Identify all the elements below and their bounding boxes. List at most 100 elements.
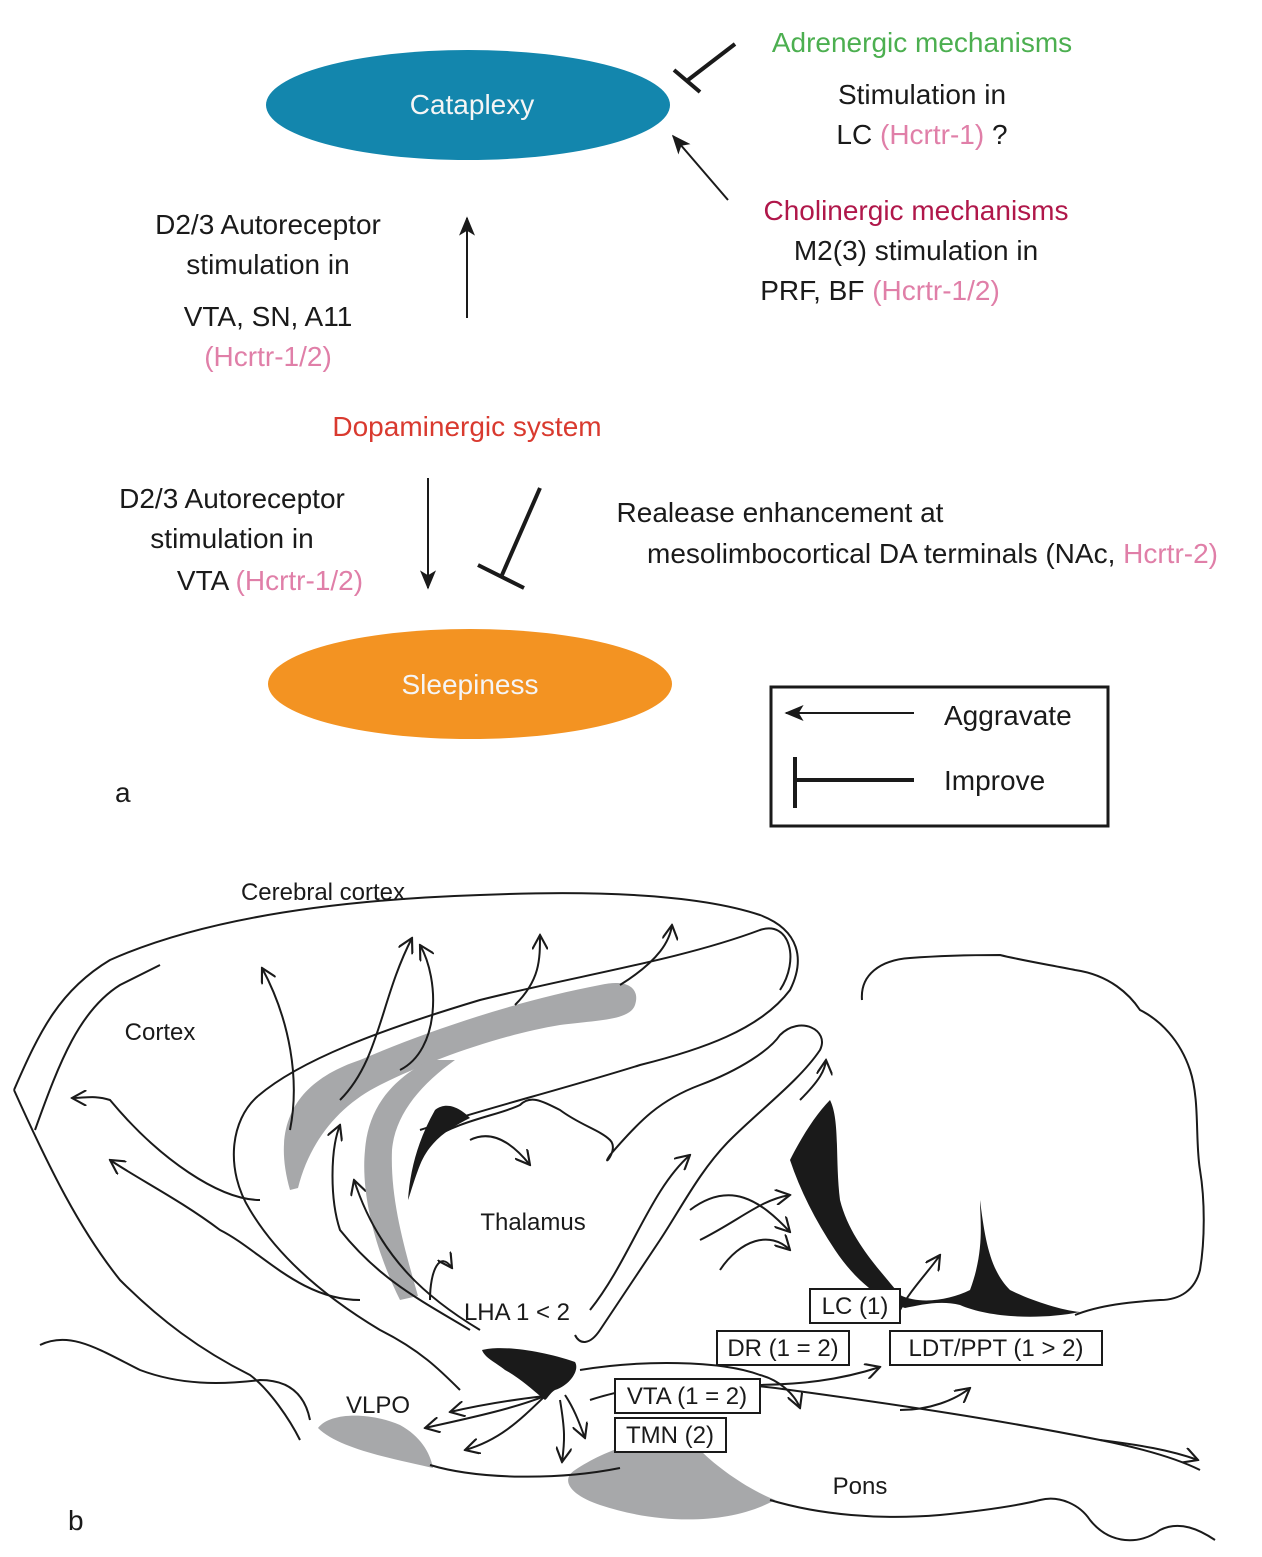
cholinergic-block: Cholinergic mechanisms M2(3) stimulation… bbox=[671, 134, 1069, 306]
cholinergic-receptor: (Hcrtr-1/2) bbox=[872, 275, 1000, 306]
dr-label: DR (1 = 2) bbox=[727, 1335, 838, 1362]
ldt-ppt-label: LDT/PPT (1 > 2) bbox=[909, 1335, 1084, 1362]
adrenergic-line1: Stimulation in bbox=[838, 79, 1006, 110]
adrenergic-receptor: (Hcrtr-1) bbox=[880, 119, 984, 150]
release-line1: Realease enhancement at bbox=[617, 497, 944, 528]
cerebrum-outline bbox=[13, 892, 799, 1131]
cingulate-lower bbox=[232, 1095, 461, 1391]
panel-a: Cataplexy Adrenergic mechanisms Stimulat… bbox=[115, 27, 1218, 828]
fourth-ventricle bbox=[790, 1100, 1080, 1317]
projection-arrow-icon bbox=[589, 1155, 690, 1311]
d23-sleepiness-line1: D2/3 Autoreceptor bbox=[119, 483, 345, 514]
projection-arrow-icon bbox=[465, 1395, 546, 1450]
cerebral-cortex-label: Cerebral cortex bbox=[241, 879, 405, 906]
release-line2: mesolimbocortical DA terminals (NAc, Hcr… bbox=[647, 538, 1218, 569]
lc-label: LC (1) bbox=[822, 1293, 889, 1320]
release-region: mesolimbocortical DA terminals (NAc, bbox=[647, 538, 1123, 569]
projection-arrow-icon bbox=[425, 1395, 546, 1428]
nucleus-box-tmn: TMN (2) bbox=[614, 1417, 727, 1453]
panel-b-label: b bbox=[68, 1505, 84, 1536]
improve-bar-icon bbox=[672, 68, 702, 94]
tmn-label: TMN (2) bbox=[626, 1422, 714, 1449]
d23-cataplexy-line1: D2/3 Autoreceptor bbox=[155, 209, 381, 240]
panel-b: Cerebral cortex Cortex Thalamus LHA 1 < … bbox=[13, 879, 1216, 1542]
projection-arrow-icon bbox=[514, 935, 540, 1006]
cholinergic-line1: M2(3) stimulation in bbox=[794, 235, 1038, 266]
projection-arrow-icon bbox=[899, 1255, 940, 1311]
pituitary bbox=[568, 1441, 775, 1520]
projection-arrow-icon bbox=[899, 1388, 970, 1411]
vta-box bbox=[614, 1378, 761, 1414]
corpus-callosum bbox=[283, 982, 637, 1190]
d23-sleepiness-block: D2/3 Autoreceptor stimulation in VTA (Hc… bbox=[119, 478, 436, 596]
legend-box bbox=[769, 685, 1110, 828]
legend-improve-label: Improve bbox=[944, 765, 1045, 796]
adrenergic-question: ? bbox=[984, 119, 1007, 150]
tmn-box bbox=[614, 1417, 727, 1453]
projection-arrow-icon bbox=[72, 1097, 261, 1201]
cerebellum-outline bbox=[860, 953, 1205, 1316]
d23-cataplexy-receptor: (Hcrtr-1/2) bbox=[204, 341, 332, 372]
cingulate-outline bbox=[257, 927, 792, 1097]
cortex-ventral-outline bbox=[13, 1089, 301, 1441]
projection-arrows bbox=[72, 925, 1198, 1462]
dr-box bbox=[716, 1330, 850, 1366]
aggravate-arrow-icon bbox=[671, 134, 729, 201]
projection-arrow-icon bbox=[560, 1399, 564, 1462]
hypothalamus-outline bbox=[39, 1338, 311, 1421]
projection-arrow-icon bbox=[469, 1135, 530, 1165]
projection-arrow-icon bbox=[564, 1394, 585, 1438]
projection-arrow-icon bbox=[354, 1180, 481, 1331]
legend-aggravate-label: Aggravate bbox=[944, 700, 1072, 731]
projection-arrow-icon bbox=[262, 968, 295, 1131]
projection-arrow-icon bbox=[429, 1261, 452, 1301]
cortex-inner-line bbox=[34, 964, 161, 1131]
third-ventricle bbox=[408, 1105, 470, 1200]
projection-arrow-icon bbox=[619, 925, 672, 986]
sleepiness-node: Sleepiness bbox=[268, 629, 672, 739]
cataplexy-label: Cataplexy bbox=[410, 89, 535, 120]
ldt-ppt-box bbox=[889, 1330, 1103, 1366]
d23-cataplexy-block: D2/3 Autoreceptor stimulation in VTA, SN… bbox=[155, 209, 475, 372]
sleepiness-label: Sleepiness bbox=[402, 669, 539, 700]
nucleus-box-vta: VTA (1 = 2) bbox=[614, 1378, 761, 1414]
projection-arrow-icon bbox=[450, 1395, 546, 1412]
projection-arrow-icon bbox=[799, 1060, 826, 1101]
dopaminergic-title: Dopaminergic system bbox=[332, 411, 601, 442]
projection-arrow-icon bbox=[579, 1362, 800, 1408]
brainstem-lower bbox=[429, 1464, 1216, 1542]
cataplexy-ellipse bbox=[266, 50, 670, 160]
optic-chiasm bbox=[318, 1415, 433, 1468]
improve-line bbox=[686, 42, 737, 82]
d23-sleepiness-receptor: (Hcrtr-1/2) bbox=[236, 565, 364, 596]
cataplexy-node: Cataplexy bbox=[266, 50, 670, 160]
d23-cataplexy-line2: stimulation in bbox=[186, 249, 349, 280]
cholinergic-title: Cholinergic mechanisms bbox=[763, 195, 1068, 226]
adrenergic-region: LC bbox=[836, 119, 880, 150]
projection-arrow-icon bbox=[399, 945, 433, 1071]
projection-arrow-icon bbox=[719, 1240, 790, 1271]
cortex-label: Cortex bbox=[125, 1019, 196, 1046]
projection-arrow-icon bbox=[339, 938, 412, 1101]
d23-sleepiness-line3: VTA (Hcrtr-1/2) bbox=[177, 565, 363, 596]
improve-line bbox=[500, 487, 542, 576]
projection-arrow-icon bbox=[699, 1195, 790, 1241]
adrenergic-title: Adrenergic mechanisms bbox=[772, 27, 1072, 58]
cholinergic-line2: PRF, BF (Hcrtr-1/2) bbox=[760, 275, 1000, 306]
cholinergic-region: PRF, BF bbox=[760, 275, 872, 306]
lha-nucleus bbox=[482, 1348, 577, 1400]
thalamus-label: Thalamus bbox=[480, 1209, 585, 1236]
d23-sleepiness-region: VTA bbox=[177, 565, 236, 596]
fornix bbox=[364, 1060, 455, 1300]
sleepiness-ellipse bbox=[268, 629, 672, 739]
vta-label: VTA (1 = 2) bbox=[627, 1383, 747, 1410]
projection-arrow-icon bbox=[333, 1125, 471, 1331]
projection-arrow-icon bbox=[749, 1367, 880, 1386]
vlpo-label: VLPO bbox=[346, 1392, 410, 1419]
release-receptor: Hcrtr-2) bbox=[1123, 538, 1218, 569]
lc-box bbox=[809, 1288, 901, 1324]
adrenergic-line2: LC (Hcrtr-1) ? bbox=[836, 119, 1007, 150]
panel-a-label: a bbox=[115, 777, 131, 808]
lha-label: LHA 1 < 2 bbox=[464, 1299, 570, 1326]
